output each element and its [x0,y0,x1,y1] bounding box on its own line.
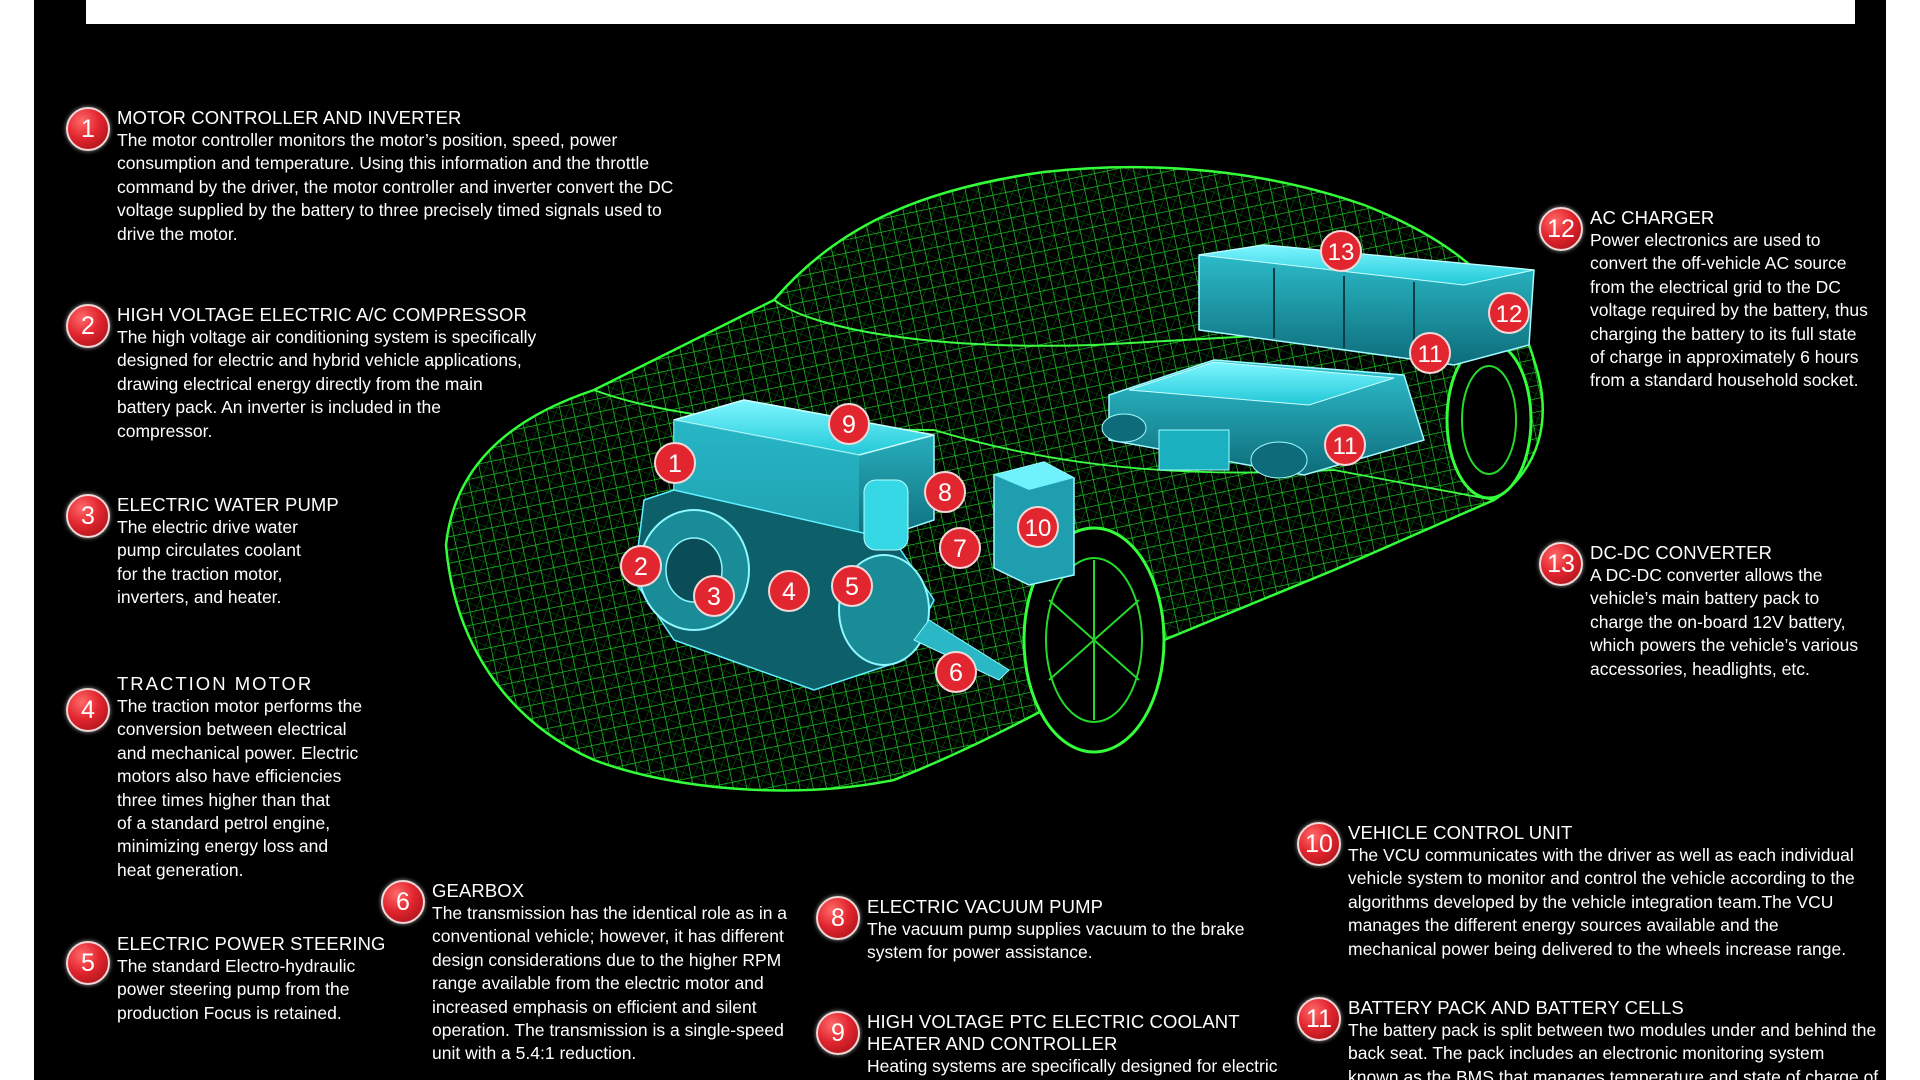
top-white-bar [86,0,1855,24]
callout-13-text: A DC-DC converter allows the vehicle’s m… [1590,565,1859,679]
marker-6-label: 6 [949,659,963,687]
callout-12-title: AC CHARGER [1590,207,1715,228]
car-wireframe-illustration: 1 2 3 4 5 6 7 8 9 10 11 11 12 13 [444,165,1544,792]
marker-11a: 11 [1409,332,1451,374]
callout-dc-dc-converter: 13 DC-DC CONVERTER A DC-DC converter all… [1539,542,1859,681]
callout-3-text: The electric drive water pump circulates… [117,517,301,608]
marker-1: 1 [654,442,696,484]
callout-water-pump: 3 ELECTRIC WATER PUMP The electric drive… [66,494,339,610]
marker-12: 12 [1488,292,1530,334]
marker-9: 9 [828,403,870,445]
callout-1-badge: 1 [66,107,110,151]
callout-11-title: BATTERY PACK AND BATTERY CELLS [1348,997,1684,1018]
callout-3-title: ELECTRIC WATER PUMP [117,494,339,515]
callout-6-badge: 6 [381,880,425,924]
callout-9-title: HIGH VOLTAGE PTC ELECTRIC COOLANT HEATER… [867,1011,1240,1054]
callout-2-text: The high voltage air conditioning system… [117,327,537,441]
marker-3: 3 [693,575,735,617]
marker-13: 13 [1320,230,1362,272]
marker-9-label: 9 [842,411,856,439]
callout-4-title: TRACTION MOTOR [117,673,314,694]
callout-5-text: The standard Electro-hydraulic power ste… [117,956,356,1023]
callout-8-text: The vacuum pump supplies vacuum to the b… [867,919,1245,963]
callout-11-text: The battery pack is split between two mo… [1348,1020,1879,1080]
callout-4-text: The traction motor performs the conversi… [117,696,363,880]
callout-11-badge: 11 [1297,997,1341,1041]
callout-vehicle-control-unit: 10 VEHICLE CONTROL UNIT The VCU communic… [1297,822,1855,961]
callout-8-title: ELECTRIC VACUUM PUMP [867,896,1104,917]
marker-7-label: 7 [953,535,967,563]
callout-13-title: DC-DC CONVERTER [1590,542,1773,563]
callout-motor-controller: 1 MOTOR CONTROLLER AND INVERTER The moto… [66,107,674,246]
marker-4-label: 4 [782,578,796,606]
callout-5-title: ELECTRIC POWER STEERING [117,933,386,954]
marker-5-label: 5 [845,573,859,601]
marker-13-label: 13 [1328,239,1355,266]
marker-10-label: 10 [1025,515,1052,542]
callout-10-text: The VCU communicates with the driver as … [1348,845,1855,959]
callout-ac-charger: 12 AC CHARGER Power electronics are used… [1539,207,1868,393]
marker-4: 4 [768,570,810,612]
callout-12-text: Power electronics are used to convert th… [1590,230,1868,391]
marker-2: 2 [620,545,662,587]
callout-10-title: VEHICLE CONTROL UNIT [1348,822,1573,843]
callout-13-badge: 13 [1539,542,1583,586]
callout-battery-pack: 11 BATTERY PACK AND BATTERY CELLS The ba… [1297,997,1879,1080]
callout-5-badge: 5 [66,941,110,985]
marker-12-label: 12 [1496,301,1523,328]
callout-4-badge: 4 [66,688,110,732]
marker-7: 7 [939,527,981,569]
marker-3-label: 3 [707,583,721,611]
callout-9-text: Heating systems are specifically designe… [867,1056,1278,1076]
upper-battery-module [1198,244,1535,366]
marker-8: 8 [924,471,966,513]
callout-vacuum-pump: 8 ELECTRIC VACUUM PUMP The vacuum pump s… [816,896,1245,965]
callout-12-badge: 12 [1539,207,1583,251]
marker-1-label: 1 [668,450,682,478]
callout-6-text: The transmission has the identical role … [432,903,788,1064]
vacuum-pump-unit [863,479,909,551]
callout-3-badge: 3 [66,494,110,538]
callout-2-title: HIGH VOLTAGE ELECTRIC A/C COMPRESSOR [117,304,527,325]
callout-8-badge: 8 [816,896,860,940]
callout-1-text: The motor controller monitors the motor’… [117,130,674,244]
marker-11a-label: 11 [1418,341,1443,368]
callout-ac-compressor: 2 HIGH VOLTAGE ELECTRIC A/C COMPRESSOR T… [66,304,537,443]
callout-1-title: MOTOR CONTROLLER AND INVERTER [117,107,462,128]
callout-6-title: GEARBOX [432,880,525,901]
diagram-canvas: 1 2 3 4 5 6 7 8 9 10 11 11 12 13 1 MOTOR… [34,0,1886,1080]
callout-power-steering: 5 ELECTRIC POWER STEERING The standard E… [66,933,386,1025]
front-wheel [1022,526,1166,754]
callout-10-badge: 10 [1297,822,1341,866]
callout-gearbox: 6 GEARBOX The transmission has the ident… [381,880,788,1066]
marker-8-label: 8 [938,479,952,507]
callout-ptc-heater: 9 HIGH VOLTAGE PTC ELECTRIC COOLANT HEAT… [816,1011,1278,1078]
diagram-markers: 1 2 3 4 5 6 7 8 9 10 11 11 12 13 [620,230,1530,693]
marker-5: 5 [831,565,873,607]
marker-11b-label: 11 [1333,433,1358,460]
callout-2-badge: 2 [66,304,110,348]
rear-wheel [1445,340,1533,500]
callout-9-badge: 9 [816,1011,860,1055]
marker-10: 10 [1017,506,1059,548]
callout-traction-motor: 4 TRACTION MOTOR The traction motor perf… [66,673,363,882]
marker-2-label: 2 [634,553,648,581]
marker-11b: 11 [1324,424,1366,466]
marker-6: 6 [935,651,977,693]
